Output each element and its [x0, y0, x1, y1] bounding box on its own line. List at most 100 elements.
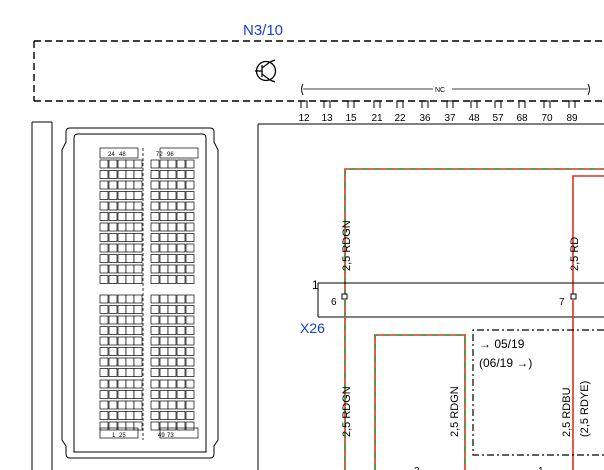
pin-tick-37: [446, 100, 454, 108]
pin-cavity: [167, 421, 177, 431]
pin-cavity: [99, 379, 109, 389]
reference-box: [472, 329, 604, 456]
pin-cavity: [150, 212, 160, 221]
pin-cavity: [176, 347, 186, 356]
pin-cavity: [159, 411, 169, 420]
wire-label-upper-right: 2,5 RD: [569, 237, 581, 271]
pin-cavity: [167, 315, 177, 325]
pin-label-24: 24: [108, 152, 115, 158]
pin-cavity: [159, 357, 169, 367]
pin-number-13: 13: [321, 113, 333, 124]
pin-cavity: [125, 243, 135, 253]
pin-cavity: [117, 191, 127, 200]
pin-cavity: [99, 264, 109, 274]
pin-cavity: [185, 233, 195, 242]
pin-cavity: [167, 326, 177, 335]
pin-cavity: [167, 390, 177, 399]
pin-cavity: [150, 170, 160, 179]
pin-cavity: [167, 411, 177, 420]
pin-cavity: [117, 411, 127, 420]
pin-cavity: [176, 421, 186, 431]
pin-label-72: 72: [156, 152, 163, 158]
pin-tick-13: [323, 100, 331, 108]
reference-note-2: (06/19 →): [479, 356, 532, 370]
pin-cavity: [108, 315, 118, 325]
pin-cavity: [108, 191, 118, 200]
pin-tick-15: [347, 100, 355, 108]
pin-cavity: [125, 411, 135, 420]
pin-cavity: [108, 233, 118, 242]
pin-cavity: [108, 170, 118, 179]
pin-cavity: [185, 222, 195, 232]
pin-cavity: [167, 275, 177, 284]
pin-cavity: [117, 159, 127, 169]
pin-cavity: [125, 336, 135, 346]
pin-cavity: [185, 305, 195, 314]
pin-cavity: [167, 222, 177, 232]
pin-cavity: [133, 390, 143, 399]
pin-cavity: [108, 347, 118, 356]
pin-number-21: 21: [371, 113, 383, 124]
pin-label-25: 25: [119, 433, 126, 439]
pin-cavity: [108, 379, 118, 389]
pin-label-73: 73: [167, 433, 174, 439]
pin-cavity: [185, 170, 195, 179]
connector-corner-labels: 24 48 72 96 1 25 49 73: [108, 152, 174, 439]
pin-header-cell: [99, 427, 139, 439]
pin-cavity: [99, 212, 109, 221]
pin-cavity: [185, 357, 195, 367]
pin-cavity: [167, 357, 177, 367]
pin-cavity: [167, 305, 177, 314]
pin-cavity: [176, 212, 186, 221]
pin-cavity: [117, 201, 127, 211]
pin-cavity: [108, 326, 118, 335]
pin-cavity: [150, 357, 160, 367]
pin-cavity: [133, 254, 143, 263]
pin-cavity: [185, 315, 195, 325]
pin-cavity: [159, 201, 169, 211]
pin-cavity: [159, 305, 169, 314]
pin-cavity: [117, 294, 127, 304]
pin-cavity: [117, 336, 127, 346]
pin-cavity: [117, 212, 127, 221]
pin-cavity: [159, 222, 169, 232]
pin-cavity: [117, 379, 127, 389]
wire-upper-right: [572, 175, 604, 296]
pin-cavity: [99, 411, 109, 420]
pin-cavity: [167, 264, 177, 274]
pin-cavity: [108, 254, 118, 263]
pin-cavity: [159, 315, 169, 325]
nc-label: NC: [435, 87, 445, 94]
component-id: N3/10: [243, 22, 283, 39]
pin-cavity: [150, 400, 160, 410]
pin-cavity: [117, 222, 127, 232]
pin-cavity: [125, 191, 135, 200]
pin-cavity: [150, 264, 160, 274]
pin-cavity: [108, 421, 118, 431]
pin-cavity: [159, 170, 169, 179]
pin-label-96: 96: [167, 152, 174, 158]
transistor-icon: [255, 59, 277, 83]
pin-cavity: [150, 201, 160, 211]
wire-upper-left: [344, 168, 604, 296]
pin-cavity: [125, 180, 135, 190]
pin-ticks: [300, 100, 576, 108]
pin-cavity: [150, 326, 160, 335]
pin-cavity: [117, 180, 127, 190]
connector-id: X26: [300, 320, 325, 336]
pin-cavity: [125, 379, 135, 389]
pin-cavity: [176, 170, 186, 179]
pin-cavity: [176, 305, 186, 314]
pin-tick-22: [396, 100, 404, 108]
pin-cavity: [185, 347, 195, 356]
pin-cavity: [117, 421, 127, 431]
pin-cavity: [176, 326, 186, 335]
pin-cavity: [159, 347, 169, 356]
pin-cavity: [167, 159, 177, 169]
pin-cavity: [125, 390, 135, 399]
pin-cavity: [185, 379, 195, 389]
pin-cavity: [133, 326, 143, 335]
pin-cavity: [185, 159, 195, 169]
pin-cavity: [108, 222, 118, 232]
pin-cavity: [125, 222, 135, 232]
